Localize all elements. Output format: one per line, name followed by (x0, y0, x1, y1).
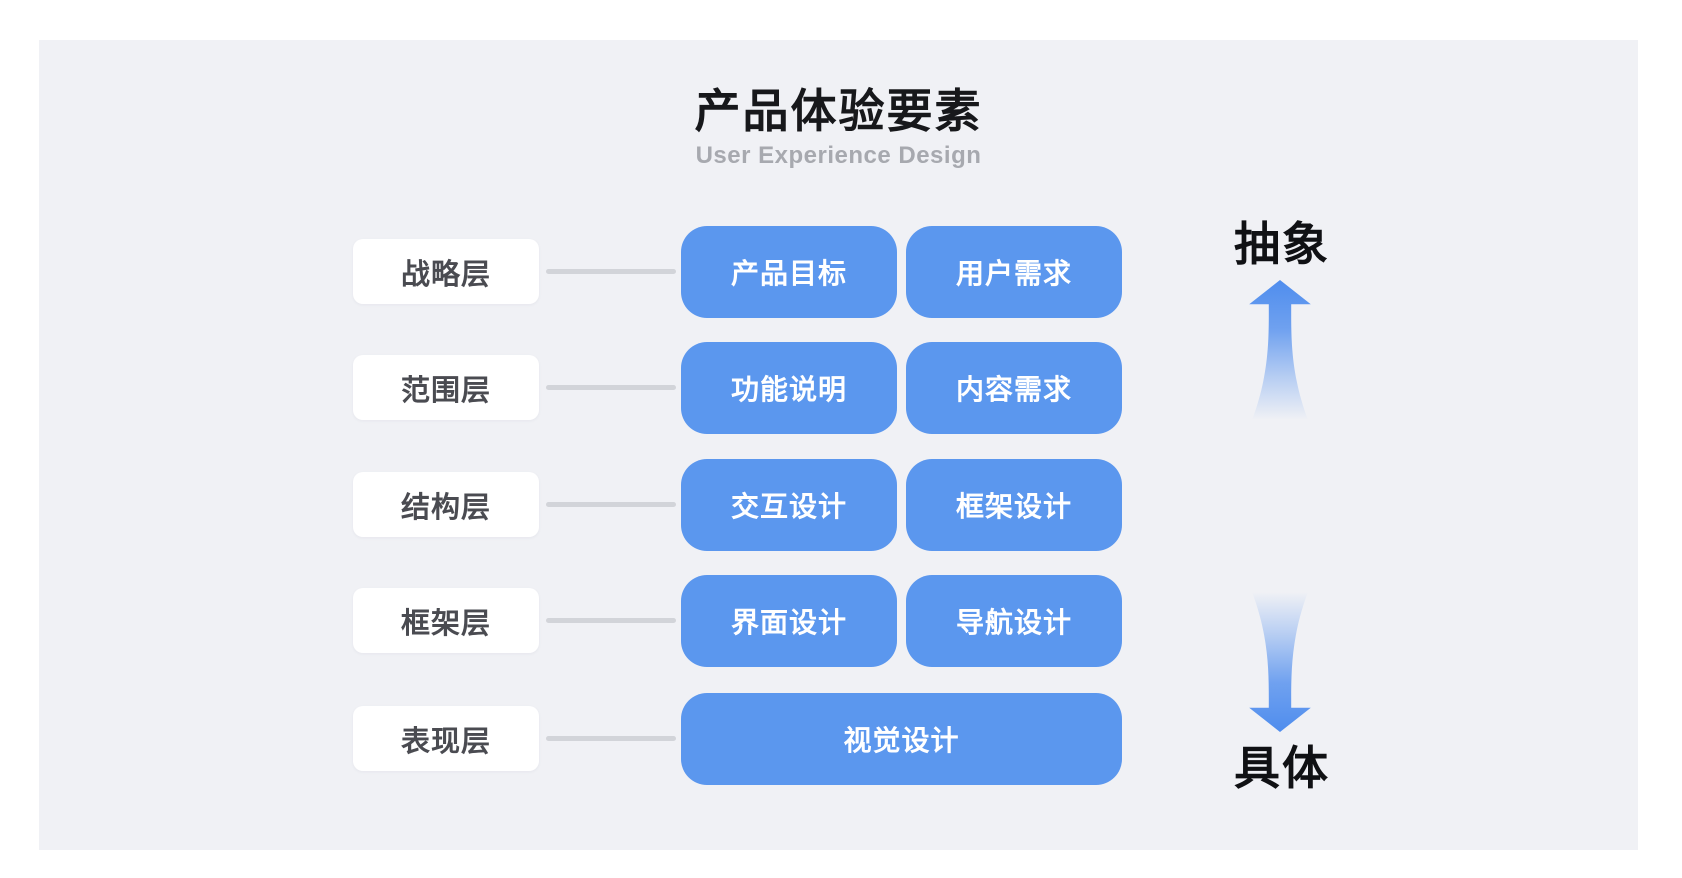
layer-row-skeleton: 框架层 界面设计 导航设计 (39, 575, 1638, 667)
connector-line (546, 269, 676, 274)
connector-line (546, 502, 676, 507)
layer-label: 范围层 (400, 374, 491, 407)
element-pill: 界面设计 (681, 575, 897, 667)
element-pill-label: 功能说明 (730, 374, 847, 405)
element-pill-label: 视觉设计 (843, 725, 960, 756)
connector-line (546, 385, 676, 390)
diagram-panel: 产品体验要素 User Experience Design 战略层 产品目标 用… (39, 40, 1638, 850)
connector-line (546, 618, 676, 623)
layer-row-scope: 范围层 功能说明 内容需求 (39, 342, 1638, 434)
element-pill-label: 用户需求 (955, 258, 1072, 289)
layer-row-surface: 表现层 视觉设计 (39, 693, 1638, 785)
element-pill-label: 内容需求 (955, 374, 1072, 405)
element-pill: 内容需求 (906, 342, 1122, 434)
element-pill: 功能说明 (681, 342, 897, 434)
element-pill-label: 框架设计 (955, 491, 1072, 522)
layer-label-box: 范围层 (353, 355, 539, 420)
element-pill: 交互设计 (681, 459, 897, 551)
layer-label-box: 表现层 (353, 706, 539, 771)
axis-label-abstract: 抽象 (1234, 218, 1330, 270)
element-pill: 导航设计 (906, 575, 1122, 667)
layer-label-box: 结构层 (353, 472, 539, 537)
element-pill: 视觉设计 (681, 693, 1122, 785)
layer-label-box: 战略层 (353, 239, 539, 304)
layer-label: 框架层 (400, 607, 491, 640)
diagram-header: 产品体验要素 User Experience Design (39, 88, 1638, 168)
abstract-arrow-up-icon (1249, 280, 1311, 420)
layer-label: 结构层 (400, 491, 491, 524)
element-pill-label: 产品目标 (730, 258, 847, 289)
page-title: 产品体验要素 (694, 85, 983, 137)
connector-line (546, 736, 676, 741)
layer-label-box: 框架层 (353, 588, 539, 653)
element-pill: 框架设计 (906, 459, 1122, 551)
axis-label-concrete: 具体 (1234, 742, 1330, 794)
layer-label: 表现层 (400, 725, 491, 758)
element-pill-label: 交互设计 (730, 491, 847, 522)
element-pill: 用户需求 (906, 226, 1122, 318)
layer-label: 战略层 (400, 258, 491, 291)
element-pill-label: 导航设计 (955, 607, 1072, 638)
layer-row-strategy: 战略层 产品目标 用户需求 (39, 226, 1638, 318)
element-pill: 产品目标 (681, 226, 897, 318)
page-subtitle: User Experience Design (695, 142, 982, 169)
layer-row-structure: 结构层 交互设计 框架设计 (39, 459, 1638, 551)
concrete-arrow-down-icon (1249, 592, 1311, 732)
element-pill-label: 界面设计 (730, 607, 847, 638)
